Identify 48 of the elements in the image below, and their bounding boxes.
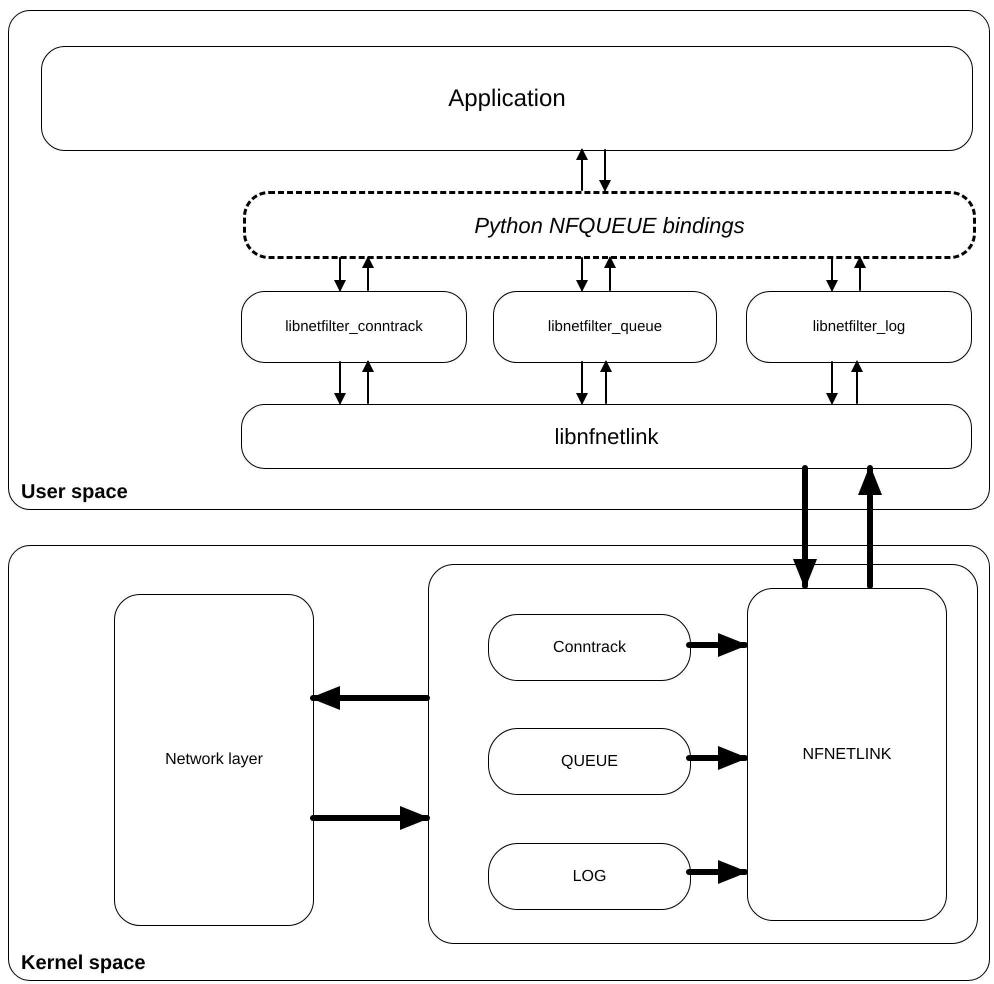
arrow — [362, 360, 374, 404]
kernel-space-region — [8, 545, 990, 981]
arrow — [858, 465, 882, 589]
arrow — [604, 256, 616, 291]
node-label: QUEUE — [561, 752, 618, 772]
node-label: Application — [448, 84, 566, 114]
process-box — [41, 46, 973, 151]
arrow — [310, 806, 430, 830]
arrow — [599, 149, 611, 192]
node-label: libnfnetlink — [554, 423, 658, 451]
node-label: libnetfilter_queue — [548, 316, 662, 337]
arrow — [334, 257, 346, 292]
arrow — [576, 257, 588, 292]
arrow — [686, 860, 748, 884]
arrow — [686, 633, 748, 657]
arrow — [600, 360, 612, 404]
container-box — [428, 564, 978, 944]
arrow — [826, 361, 838, 405]
node-label: NFNETLINK — [802, 744, 892, 764]
arrow — [362, 256, 374, 291]
node-label: libnetfilter_log — [812, 316, 906, 337]
process-box — [747, 588, 947, 921]
node-label: Python NFQUEUE bindings — [474, 212, 745, 240]
arrow — [793, 465, 817, 589]
module-box — [488, 614, 691, 681]
arrow — [576, 361, 588, 405]
region-label: User space — [21, 480, 128, 505]
node-label: libnetfilter_conntrack — [285, 316, 423, 337]
library-box — [493, 291, 717, 363]
library-box — [241, 291, 467, 363]
library-box — [746, 291, 972, 363]
module-box — [488, 843, 691, 910]
user-space-region — [8, 10, 990, 510]
process-box — [114, 594, 314, 926]
arrow — [334, 361, 346, 405]
node-label: Network layer — [165, 750, 263, 770]
arrow — [576, 148, 588, 191]
dashed-box — [243, 191, 976, 259]
module-box — [488, 728, 691, 795]
arrow — [310, 686, 430, 710]
arrow — [686, 746, 748, 770]
library-box — [241, 404, 972, 469]
node-label: LOG — [572, 866, 606, 886]
arrow — [851, 360, 863, 404]
region-label: Kernel space — [21, 951, 146, 976]
arrow — [854, 256, 866, 291]
arrow — [826, 257, 838, 292]
node-label: Conntrack — [553, 638, 626, 658]
